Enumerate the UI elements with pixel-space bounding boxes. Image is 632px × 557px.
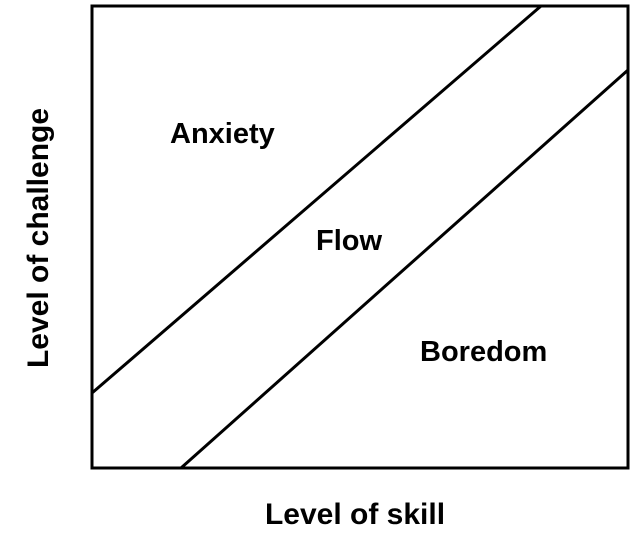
upper-flow-boundary	[91, 4, 542, 395]
diagram-frame	[90, 4, 630, 470]
boredom-label: Boredom	[420, 336, 547, 368]
lower-flow-boundary	[180, 68, 629, 470]
x-axis-label: Level of skill	[265, 498, 445, 531]
anxiety-label: Anxiety	[170, 118, 275, 150]
y-axis-label: Level of challenge	[22, 108, 55, 368]
flow-label: Flow	[316, 225, 382, 257]
